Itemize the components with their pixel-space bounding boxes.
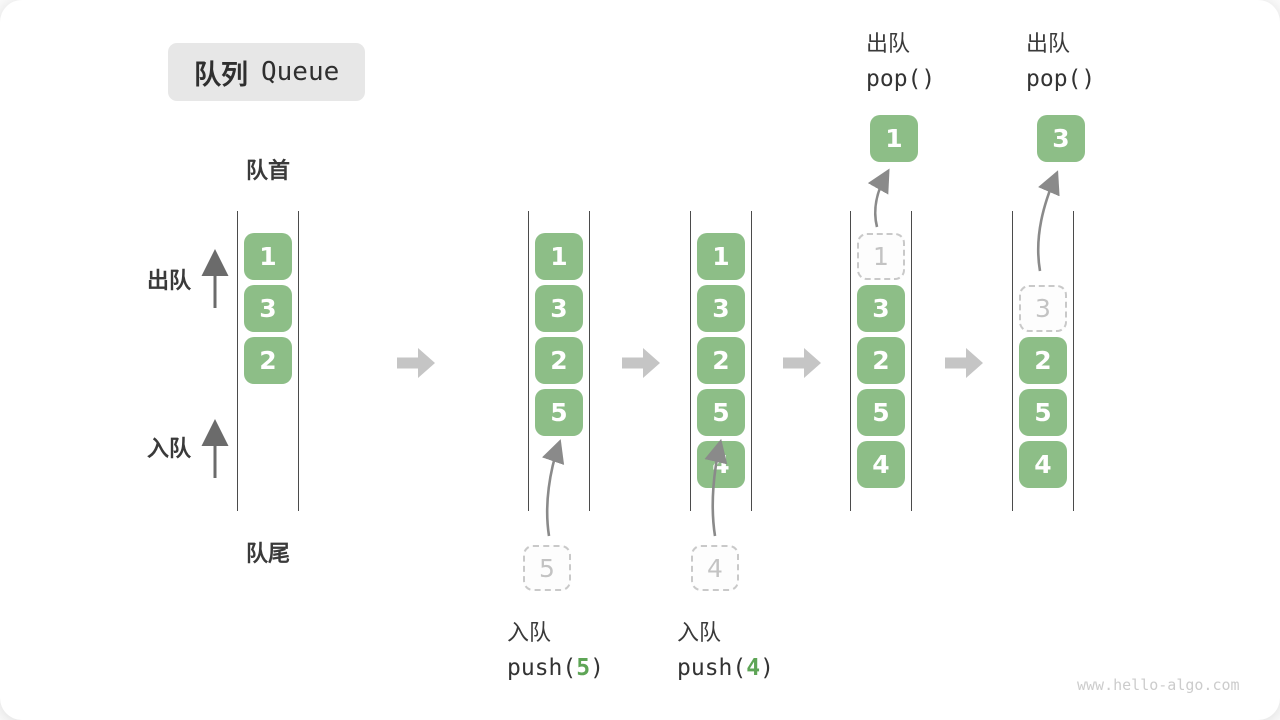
push-arg: 5 (576, 655, 591, 681)
enqueue-caption-zh: 入队 (677, 621, 722, 646)
transition-arrow-icon (945, 348, 983, 378)
queue-rear-label: 队尾 (245, 542, 290, 567)
queue-cell: 3 (244, 285, 292, 332)
enqueue-caption-code: push(5) (507, 655, 604, 681)
queue-state-1: 1 3 2 (237, 211, 299, 511)
queue-state-3: 1 3 2 5 4 (690, 211, 752, 511)
queue-cell: 3 (535, 285, 583, 332)
transition-arrow-icon (783, 348, 821, 378)
transition-arrow-icon (622, 348, 660, 378)
popped-cell: 3 (1037, 115, 1085, 162)
queue-cell-ghost: 3 (1019, 285, 1067, 332)
queue-state-5: 3 2 5 4 (1012, 211, 1074, 511)
queue-cell: 2 (697, 337, 745, 384)
queue-cell: 5 (1019, 389, 1067, 436)
queue-cell: 3 (857, 285, 905, 332)
queue-cell: 3 (697, 285, 745, 332)
queue-state-2: 1 3 2 5 (528, 211, 590, 511)
queue-cell: 5 (857, 389, 905, 436)
enqueue-caption-push4: 入队 push(4) (677, 616, 774, 686)
queue-state-4: 1 3 2 5 4 (850, 211, 912, 511)
popped-cell: 1 (870, 115, 918, 162)
queue-cell: 4 (857, 441, 905, 488)
queue-cell: 5 (535, 389, 583, 436)
queue-cell: 2 (535, 337, 583, 384)
incoming-ghost-cell: 5 (523, 545, 571, 591)
transition-arrow-icon (397, 348, 435, 378)
incoming-ghost-cell: 4 (691, 545, 739, 591)
dequeue-caption-pop3: 出队 pop() (1026, 27, 1095, 97)
queue-cell-ghost: 1 (857, 233, 905, 280)
title-en: Queue (261, 57, 340, 87)
enqueue-caption-zh: 入队 (507, 621, 552, 646)
dequeue-caption-zh: 出队 (866, 32, 911, 57)
side-dequeue-label: 出队 (147, 269, 192, 294)
queue-cell: 5 (697, 389, 745, 436)
queue-cell: 2 (244, 337, 292, 384)
queue-cell: 1 (244, 233, 292, 280)
queue-cell: 2 (857, 337, 905, 384)
side-enqueue-label: 入队 (147, 437, 192, 462)
dequeue-caption-zh: 出队 (1026, 32, 1071, 57)
enqueue-caption-code: push(4) (677, 655, 774, 681)
queue-cell: 4 (1019, 441, 1067, 488)
queue-cell: 4 (697, 441, 745, 488)
push-arg: 4 (746, 655, 761, 681)
dequeue-caption-pop1: 出队 pop() (866, 27, 935, 97)
queue-cell: 1 (697, 233, 745, 280)
queue-cell: 2 (1019, 337, 1067, 384)
queue-front-label: 队首 (245, 159, 290, 184)
dequeue-caption-code: pop() (866, 66, 936, 92)
title-zh: 队列 (194, 59, 248, 91)
watermark: www.hello-algo.com (1077, 676, 1240, 694)
queue-cell: 1 (535, 233, 583, 280)
enqueue-caption-push5: 入队 push(5) (507, 616, 604, 686)
title-badge: 队列 Queue (168, 43, 366, 101)
dequeue-caption-code: pop() (1026, 66, 1096, 92)
